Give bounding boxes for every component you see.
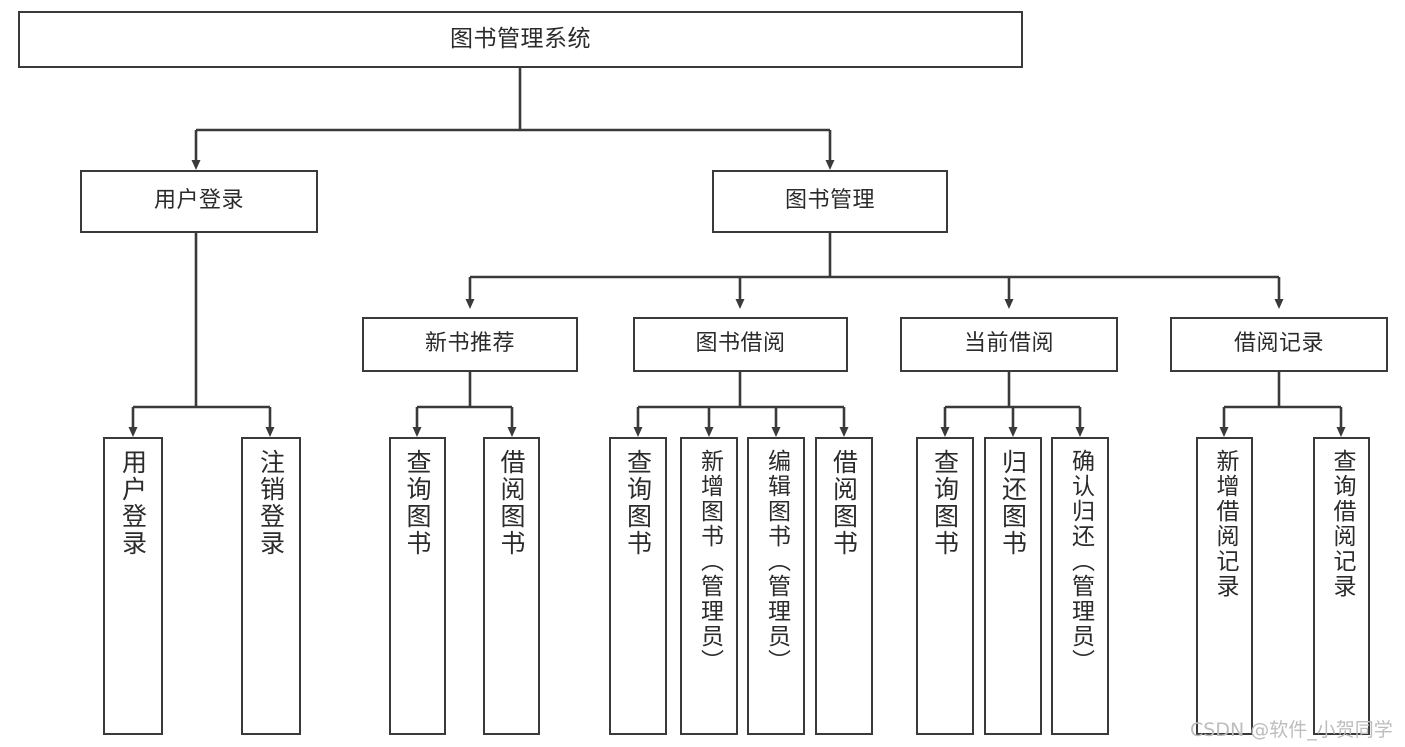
node-root-system[interactable]: 图书管理系统: [18, 11, 1023, 68]
leaf-book-borrow-borrow-book[interactable]: 借阅图书: [815, 437, 873, 735]
node-label: 图书借阅: [695, 331, 786, 357]
node-label: 用户登录: [118, 449, 148, 557]
node-borrow-record[interactable]: 借阅记录: [1170, 317, 1388, 372]
node-label: 编辑图书（管理员）: [763, 449, 790, 674]
node-label: 查询图书: [930, 449, 960, 557]
node-label: 确认归还（管理员）: [1067, 449, 1094, 674]
node-label: 用户登录: [153, 188, 244, 214]
node-book-management[interactable]: 图书管理: [712, 170, 948, 233]
node-current-borrow[interactable]: 当前借阅: [900, 317, 1118, 372]
node-new-book-recommend[interactable]: 新书推荐: [362, 317, 578, 372]
node-book-borrow[interactable]: 图书借阅: [633, 317, 848, 372]
leaf-current-borrow-confirm-return[interactable]: 确认归还（管理员）: [1051, 437, 1109, 735]
node-label: 借阅记录: [1233, 331, 1324, 357]
leaf-current-borrow-query-book[interactable]: 查询图书: [916, 437, 974, 735]
leaf-new-book-borrow-book[interactable]: 借阅图书: [483, 437, 540, 735]
node-user-login[interactable]: 用户登录: [80, 170, 318, 233]
node-label: 新书推荐: [424, 331, 515, 357]
node-label: 图书管理: [784, 188, 875, 214]
node-label: 注销登录: [256, 449, 286, 557]
leaf-book-borrow-query-book[interactable]: 查询图书: [609, 437, 667, 735]
node-label: 借阅图书: [497, 449, 526, 557]
node-label: 新增图书（管理员）: [696, 449, 723, 674]
node-label: 借阅图书: [829, 449, 859, 557]
node-label: 当前借阅: [963, 331, 1054, 357]
leaf-current-borrow-return-book[interactable]: 归还图书: [984, 437, 1042, 735]
node-label: 查询借阅记录: [1329, 449, 1355, 599]
node-label: 归还图书: [998, 449, 1028, 557]
leaf-user-login-logout[interactable]: 注销登录: [241, 437, 301, 735]
leaf-borrow-record-add-record[interactable]: 新增借阅记录: [1196, 437, 1253, 735]
node-label: 查询图书: [403, 449, 432, 557]
leaf-book-borrow-add-book[interactable]: 新增图书（管理员）: [680, 437, 738, 735]
leaf-new-book-query-book[interactable]: 查询图书: [389, 437, 446, 735]
leaf-book-borrow-edit-book[interactable]: 编辑图书（管理员）: [747, 437, 805, 735]
leaf-borrow-record-query-record[interactable]: 查询借阅记录: [1313, 437, 1370, 735]
leaf-user-login-login[interactable]: 用户登录: [103, 437, 163, 735]
node-label: 图书管理系统: [450, 25, 591, 52]
node-label: 新增借阅记录: [1212, 449, 1238, 599]
node-label: 查询图书: [623, 449, 653, 557]
